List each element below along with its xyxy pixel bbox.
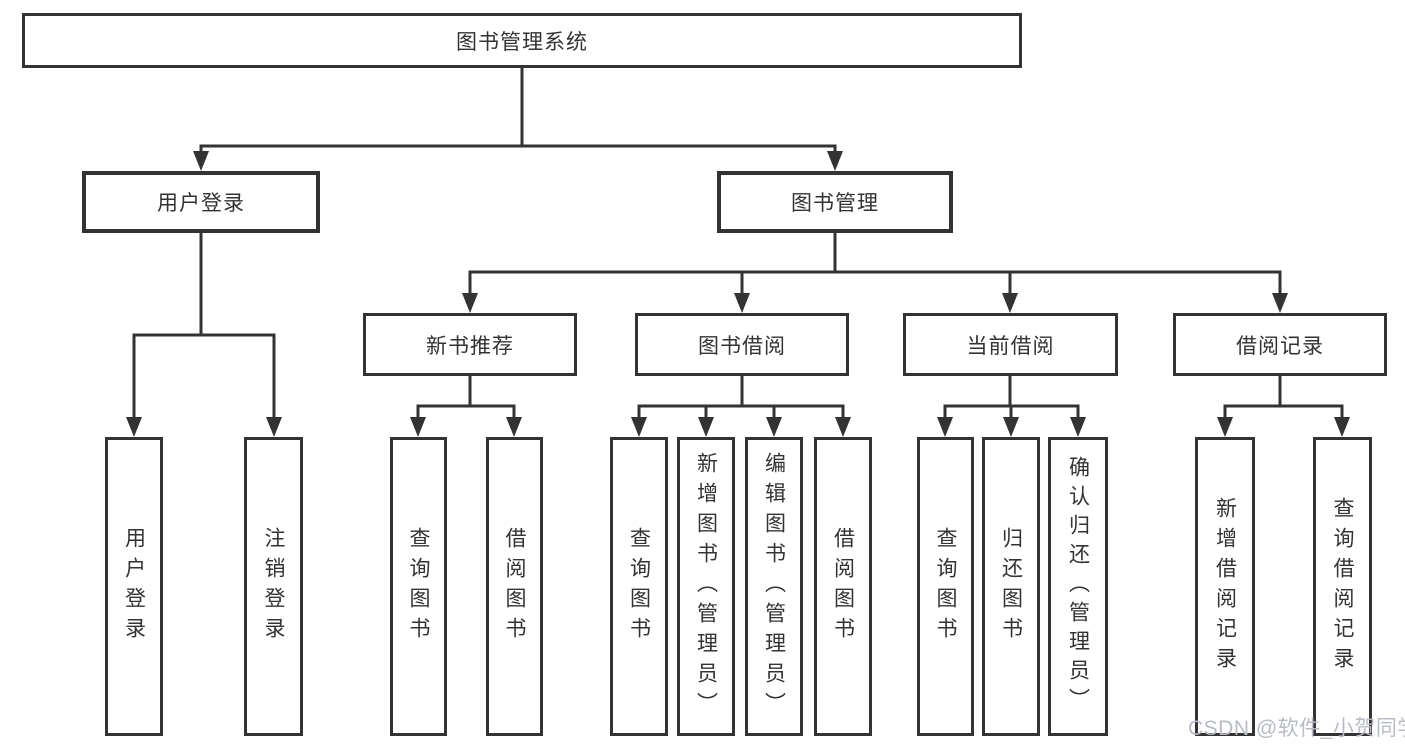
node-borrow-records: 借阅记录 [1173, 313, 1387, 376]
connector-root [193, 66, 843, 171]
leaf-borrow-books: 借阅图书 [814, 437, 872, 736]
leaf-user-login: 用户登录 [105, 437, 163, 736]
connector-book-management [462, 231, 1288, 313]
node-root-system: 图书管理系统 [22, 13, 1022, 68]
csdn-watermark: CSDN @软件_小贺同学 [1188, 717, 1405, 740]
leaf-query-books-recommend: 查询图书 [390, 437, 447, 736]
node-book-management: 图书管理 [717, 171, 953, 233]
connector-book-borrow [631, 374, 851, 437]
leaf-query-borrow-record: 查询借阅记录 [1313, 437, 1372, 736]
node-book-borrow: 图书借阅 [635, 313, 849, 376]
leaf-query-books-current: 查询图书 [917, 437, 974, 736]
leaf-add-borrow-record: 新增借阅记录 [1195, 437, 1255, 736]
leaf-logout: 注销登录 [244, 437, 303, 736]
node-current-borrow: 当前借阅 [903, 313, 1118, 376]
node-user-login: 用户登录 [82, 171, 320, 233]
leaf-add-books-admin: 新增图书（管理员） [677, 437, 735, 736]
leaf-edit-books-admin: 编辑图书（管理员） [745, 437, 803, 736]
connector-new-book [410, 374, 522, 437]
leaf-confirm-return-admin: 确认归还（管理员） [1048, 437, 1108, 736]
connector-user-login [126, 231, 282, 437]
connector-borrow-records [1217, 374, 1350, 437]
connector-current-borrow [937, 374, 1086, 437]
leaf-return-books: 归还图书 [982, 437, 1040, 736]
leaf-borrow-books-recommend: 借阅图书 [486, 437, 543, 736]
node-new-book-recommend: 新书推荐 [363, 313, 577, 376]
leaf-query-books-borrow: 查询图书 [610, 437, 668, 736]
